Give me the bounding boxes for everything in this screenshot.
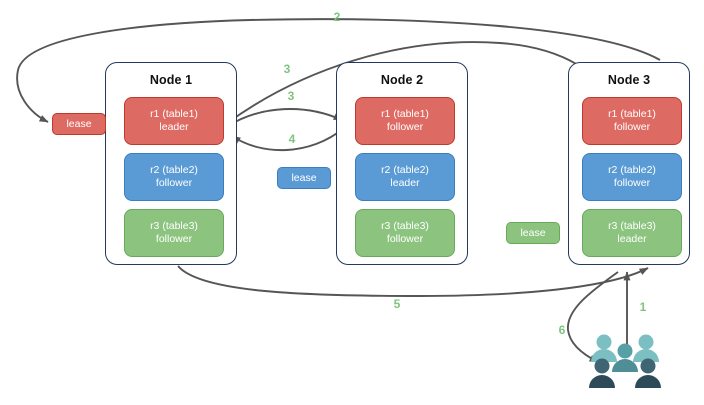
node-container-3[interactable]: Node 3 r1 (table1) follower r2 (table2) …	[568, 62, 690, 265]
step-label-2: 2	[333, 10, 341, 24]
replica-label-line1: r1 (table1)	[608, 108, 656, 120]
node-title-3: Node 3	[607, 73, 651, 87]
node-container-1[interactable]: Node 1 r1 (table1) leader r2 (table2) fo…	[105, 62, 237, 265]
replica-label-line2: leader	[159, 121, 189, 133]
replica-label-line1: r2 (table2)	[381, 164, 429, 176]
lease-badge-green[interactable]: lease	[506, 222, 560, 244]
replica-label-line1: r2 (table2)	[150, 164, 198, 176]
replica-label-line2: follower	[386, 121, 424, 133]
replica-node3-r1[interactable]: r1 (table1) follower	[582, 97, 682, 145]
node-title-1: Node 1	[149, 73, 193, 87]
replica-label-line1: r1 (table1)	[381, 108, 429, 120]
replica-node3-r3[interactable]: r3 (table3) leader	[582, 209, 682, 257]
replica-label-line1: r3 (table3)	[381, 220, 429, 232]
step-label-6: 6	[558, 323, 566, 337]
replica-node2-r2[interactable]: r2 (table2) leader	[355, 153, 455, 201]
node-container-2[interactable]: Node 2 r1 (table1) follower r2 (table2) …	[336, 62, 468, 265]
step-label-1: 1	[639, 300, 647, 314]
replica-label-line2: follower	[613, 177, 651, 189]
step-label-5: 5	[393, 297, 401, 311]
step-label-3-upper: 3	[283, 62, 291, 76]
replica-label-line2: leader	[617, 233, 647, 245]
replica-label-line1: r3 (table3)	[608, 220, 656, 232]
lease-badge-red[interactable]: lease	[52, 113, 106, 135]
replica-label-line2: follower	[386, 233, 424, 245]
replica-label-line2: follower	[613, 121, 651, 133]
replica-label-line2: follower	[155, 177, 193, 189]
lease-badge-blue[interactable]: lease	[277, 167, 331, 189]
replica-node1-r2[interactable]: r2 (table2) follower	[124, 153, 224, 201]
step-label-3-lower: 3	[287, 89, 295, 103]
lease-label: lease	[291, 172, 317, 184]
edge-step-5	[177, 265, 649, 297]
replica-node2-r3[interactable]: r3 (table3) follower	[355, 209, 455, 257]
node-title-2: Node 2	[380, 73, 424, 87]
replica-label-line1: r3 (table3)	[150, 220, 198, 232]
replica-label-line1: r2 (table2)	[608, 164, 656, 176]
edge-step-3-lower	[227, 108, 343, 127]
step-label-4: 4	[288, 132, 296, 146]
replica-node3-r2[interactable]: r2 (table2) follower	[582, 153, 682, 201]
replica-node2-r1[interactable]: r1 (table1) follower	[355, 97, 455, 145]
replica-node1-r3[interactable]: r3 (table3) follower	[124, 209, 224, 257]
replica-label-line1: r1 (table1)	[150, 108, 198, 120]
lease-label: lease	[66, 118, 92, 130]
replica-node1-r1[interactable]: r1 (table1) leader	[124, 97, 224, 145]
replica-label-line2: leader	[390, 177, 420, 189]
people-icon	[589, 334, 661, 388]
lease-label: lease	[520, 227, 546, 239]
replica-label-line2: follower	[155, 233, 193, 245]
